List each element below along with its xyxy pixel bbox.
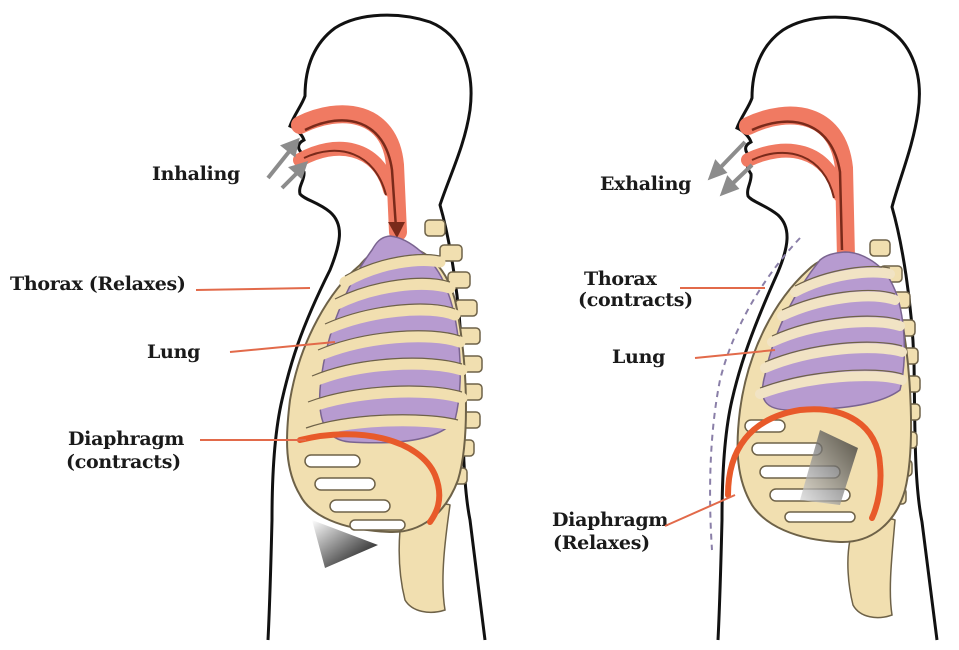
left-diaphragm-sublabel: (contracts): [66, 451, 181, 473]
left-thorax-leader: [196, 288, 310, 290]
left-lung-label: Lung: [147, 341, 200, 363]
right-diaphragm-label: Diaphragm: [552, 509, 668, 531]
right-lung-label: Lung: [612, 346, 665, 368]
left-thorax-label: Thorax (Relaxes): [10, 273, 186, 295]
right-thorax-label: Thorax: [584, 268, 657, 290]
right-thorax-sublabel: (contracts): [578, 289, 693, 311]
right-airway-mouth: [748, 151, 840, 195]
left-action-label: Inhaling: [152, 163, 240, 185]
left-diaphragm-label: Diaphragm: [68, 428, 184, 450]
right-diaphragm-sublabel: (Relaxes): [553, 532, 650, 554]
right-airway-edge: [752, 122, 842, 250]
right-diaphragm-leader: [665, 495, 735, 526]
right-action-label: Exhaling: [600, 173, 691, 195]
inhaling-figure: Inhaling Thorax (Relaxes) Lung Diaphragm…: [10, 15, 485, 640]
exhaling-figure: Exhaling Thorax (contracts) Lung Diaphra…: [552, 17, 937, 640]
